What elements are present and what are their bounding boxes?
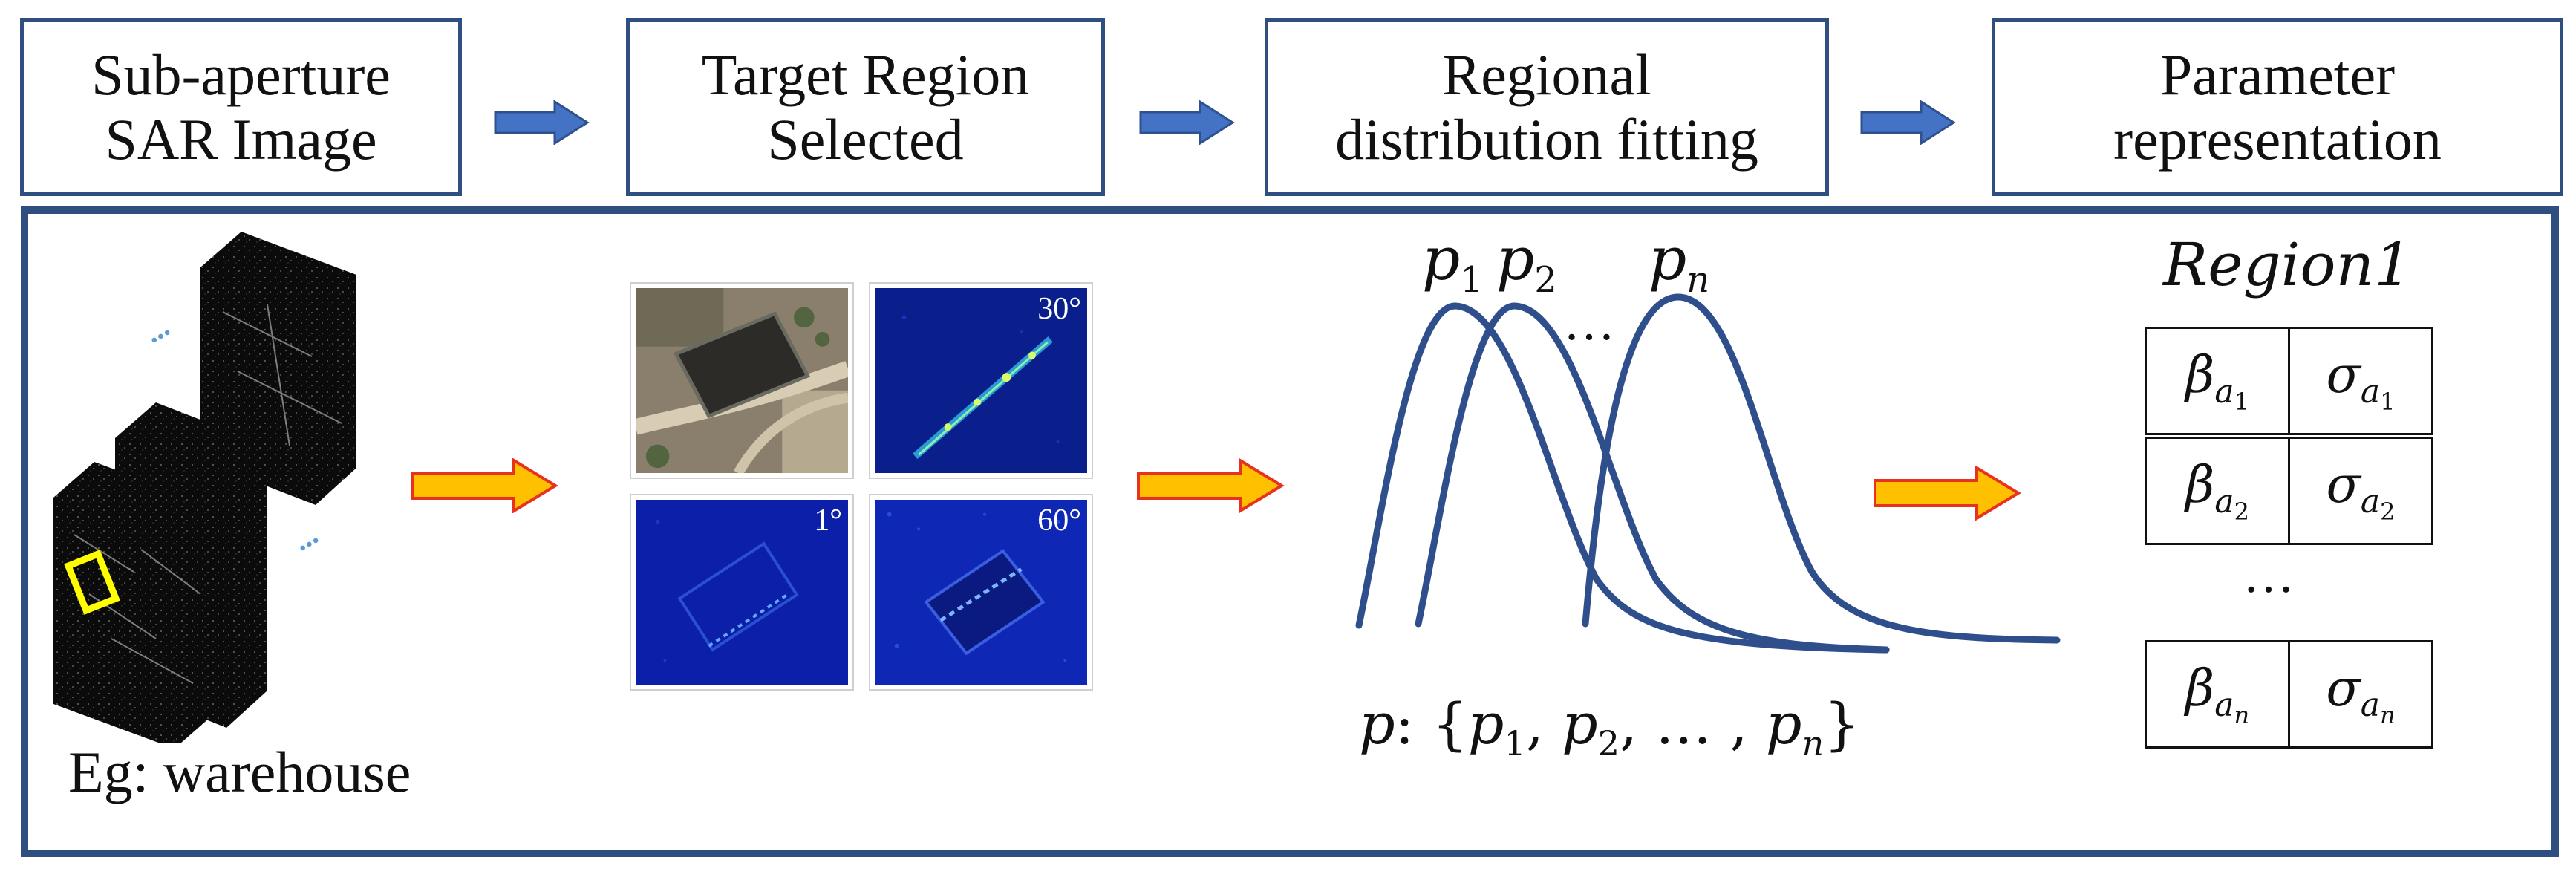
stage-label-line2: distribution fitting	[1335, 107, 1758, 172]
sigma-cell: σa2	[2288, 433, 2433, 545]
distribution-curves	[1355, 293, 2061, 654]
stack-caption: Eg: warehouse	[68, 740, 411, 804]
stage-box-distribution-fitting: Regional distribution fitting	[1265, 18, 1829, 196]
sar-tile-30deg: 30°	[869, 282, 1093, 479]
sigma-cell: σan	[2288, 640, 2433, 749]
stage-label-line2: SAR Image	[105, 107, 377, 172]
process-arrow-icon	[1137, 458, 1285, 513]
beta-cell: βa2	[2145, 433, 2290, 545]
table-row: βa1 σa1	[2145, 327, 2433, 437]
selection-region-marker	[64, 550, 120, 615]
process-arrow-icon	[1874, 466, 2021, 521]
angle-label: 60°	[1037, 503, 1081, 538]
stage-box-target-region: Target Region Selected	[626, 18, 1105, 196]
stage-label-line1: Parameter	[2159, 42, 2396, 107]
label-p2: p2	[1496, 224, 1557, 301]
flow-arrow-icon	[1860, 100, 1956, 145]
sigma-cell: σa1	[2288, 327, 2433, 437]
detail-panel	[21, 206, 2559, 857]
table-row: βan σan	[2145, 640, 2433, 749]
beta-cell: βa1	[2145, 327, 2290, 437]
stage-box-parameter-representation: Parameter representation	[1992, 18, 2563, 196]
process-arrow-icon	[411, 458, 558, 513]
flow-arrow-icon	[494, 100, 590, 145]
sar-image-stack	[53, 232, 356, 743]
table-row: βa2 σa2	[2145, 433, 2433, 545]
angle-label: 30°	[1037, 292, 1081, 326]
parameter-table-top: βa1 σa1 βa2 σa2	[2145, 327, 2433, 545]
angle-label: 1°	[814, 503, 842, 538]
stage-label-line1: Regional	[1442, 42, 1651, 107]
flow-arrow-icon	[1139, 100, 1235, 145]
label-p1: p1	[1422, 224, 1483, 301]
curve-p1	[1355, 302, 1890, 654]
stage-label-line1: Target Region	[701, 42, 1030, 107]
distribution-set: p: {p1, p2, … , pn}	[1359, 691, 1860, 764]
parameter-table-bottom: βan σan	[2145, 640, 2433, 749]
optical-image-tile	[630, 282, 854, 479]
stage-box-sar-image: Sub-aperture SAR Image	[20, 18, 462, 196]
parameter-region-title: Region1	[2163, 230, 2412, 299]
curve-ellipsis: …	[1563, 294, 1615, 351]
sar-tile-60deg: 60°	[869, 494, 1093, 691]
beta-cell: βan	[2145, 640, 2290, 749]
stage-label-line1: Sub-aperture	[91, 42, 391, 107]
sar-image-front	[53, 462, 215, 743]
stage-label-line2: representation	[2113, 107, 2442, 172]
stage-label-line2: Selected	[767, 107, 964, 172]
curve-pn	[1582, 293, 2061, 644]
sar-tile-1deg: 1°	[630, 494, 854, 691]
label-pn: pn	[1649, 224, 1710, 301]
table-ellipsis: …	[2243, 547, 2295, 604]
curve-p2	[1415, 302, 1890, 654]
